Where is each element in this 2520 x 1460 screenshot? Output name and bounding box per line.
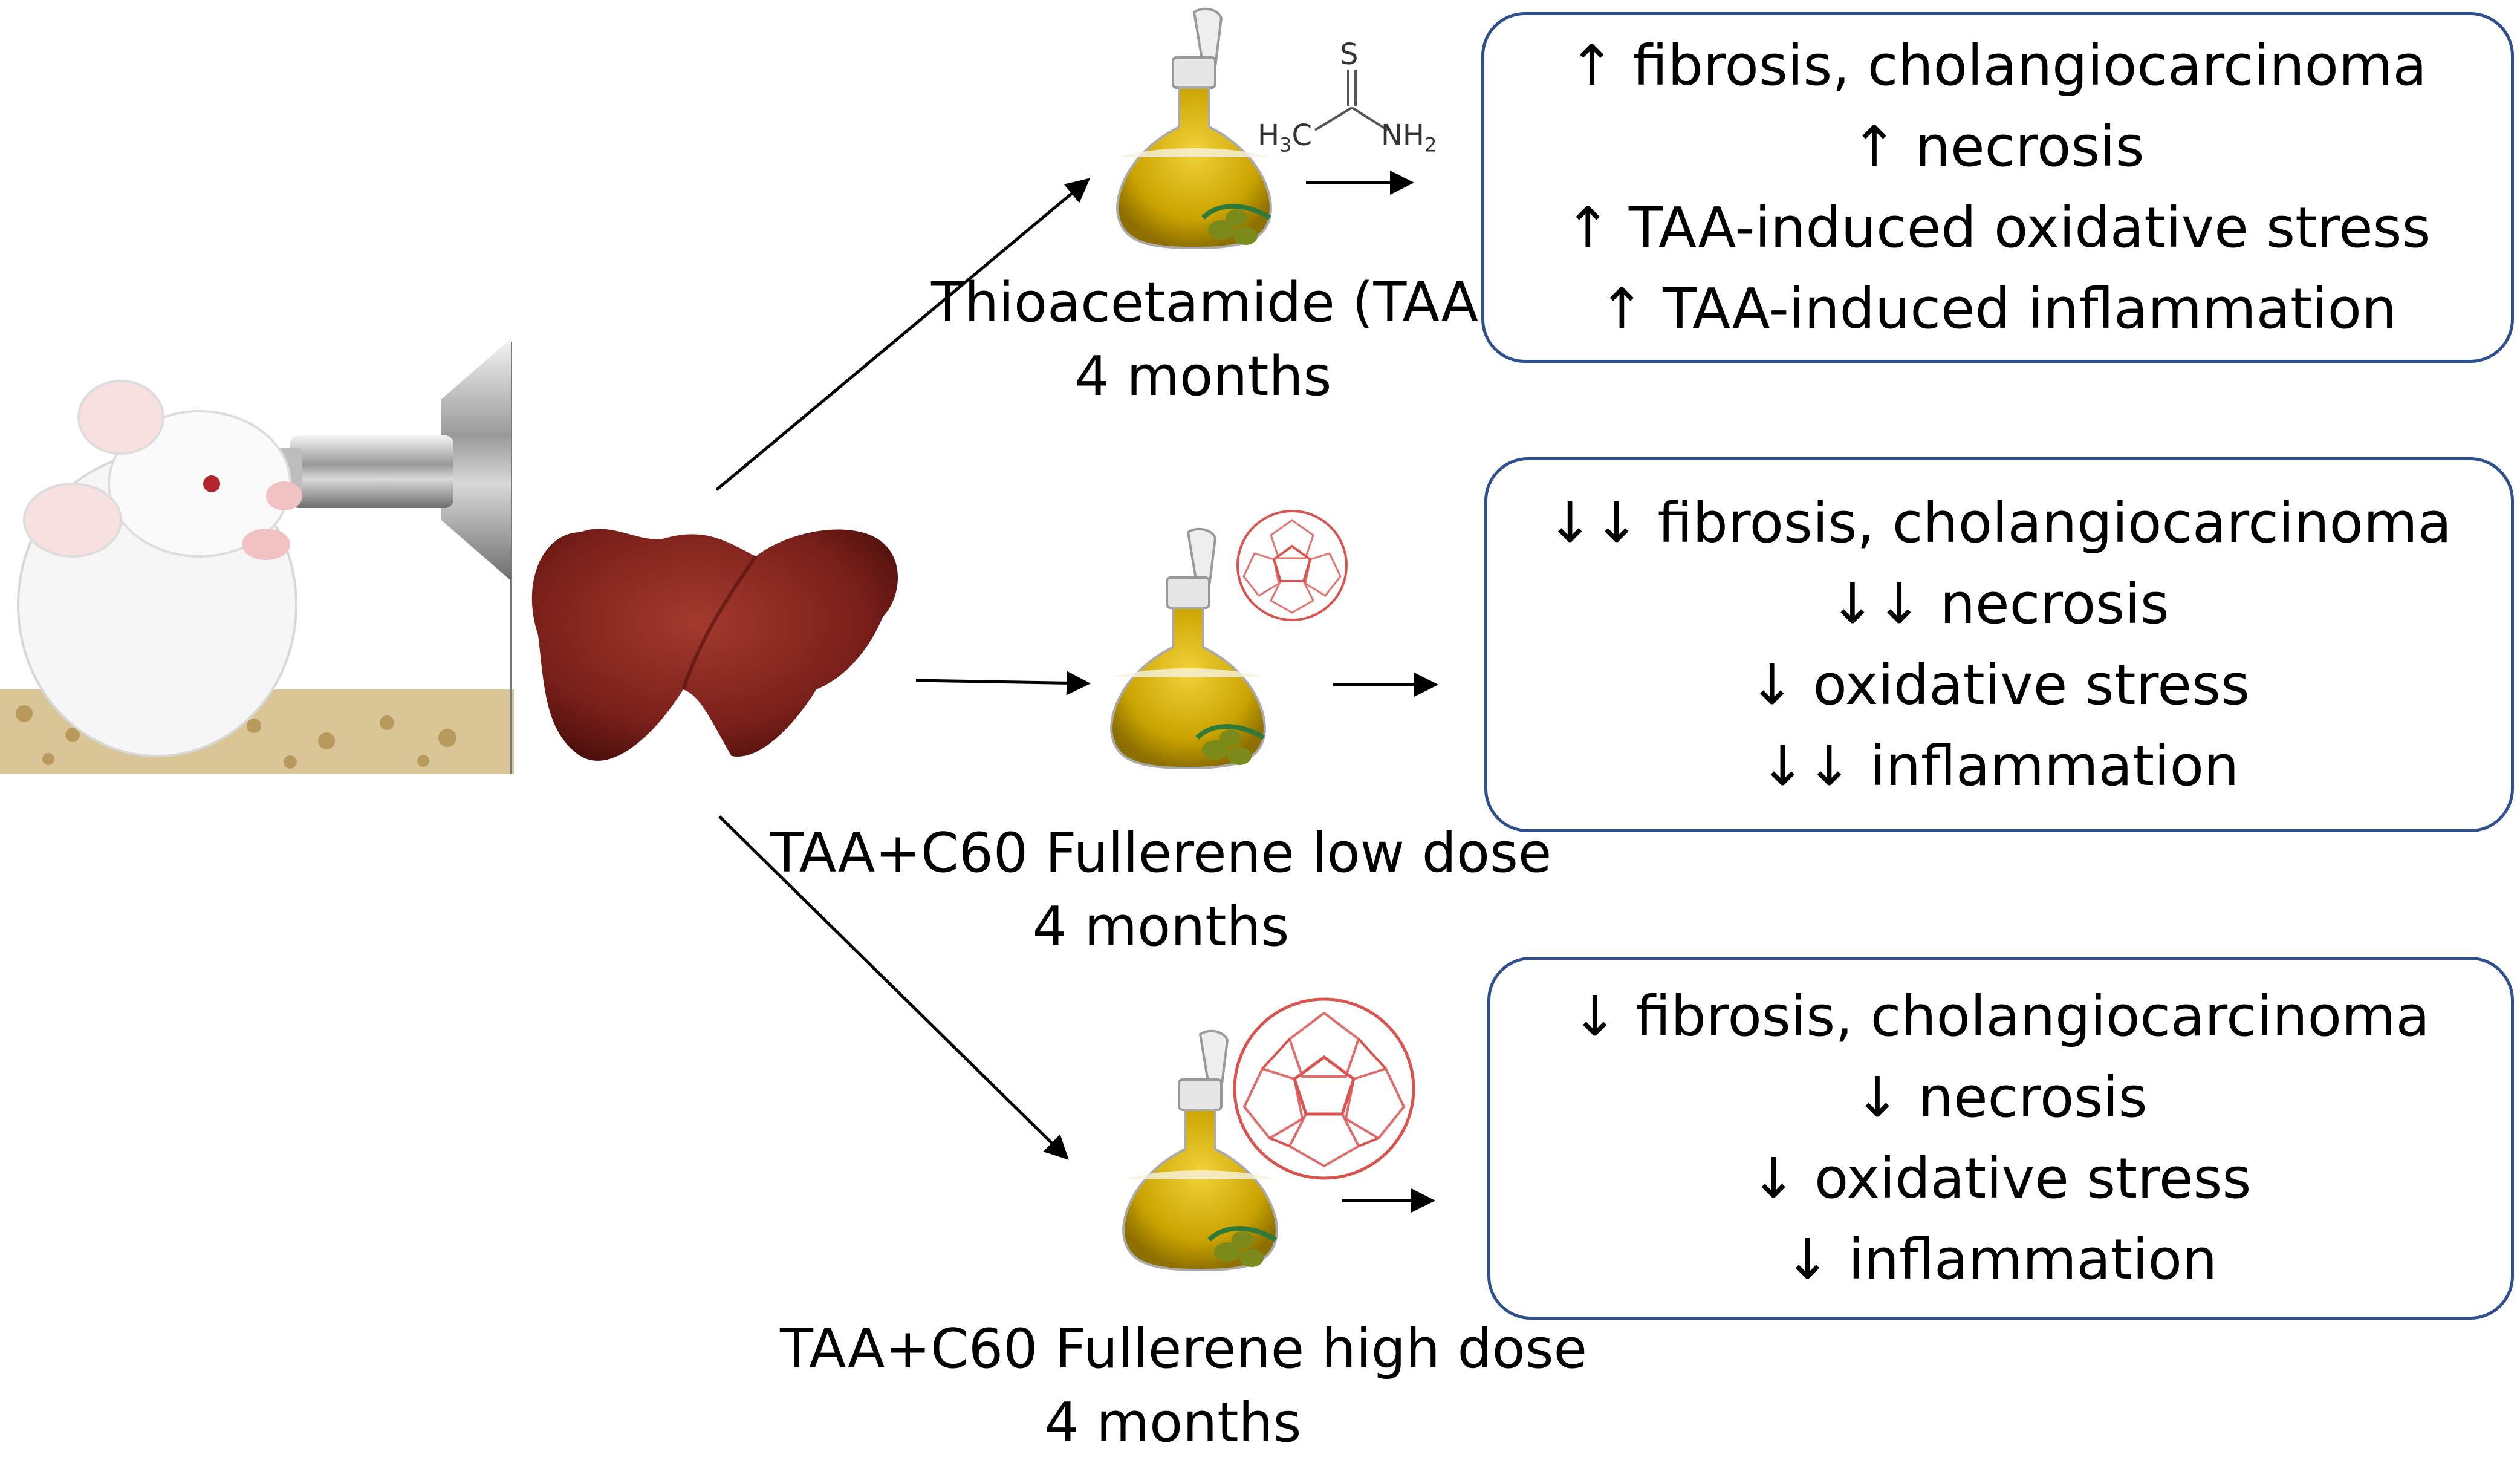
outcome-line: ↑ TAA-induced inflammation <box>1598 276 2397 341</box>
outcome-line: ↑ TAA-induced oxidative stress <box>1564 195 2431 260</box>
group-label-line: Thioacetamide (TAA) <box>931 271 1500 334</box>
olive-oil-bottle-icon <box>1116 7 1272 250</box>
outcome-line: ↓ inflammation <box>1784 1227 2218 1292</box>
mouse-photo <box>0 339 514 774</box>
molecule-amine-label: NH2 <box>1381 119 1437 157</box>
outcome-line: ↓↓ necrosis <box>1829 572 2169 636</box>
group-label-high-dose: TAA+C60 Fullerene high dose 4 months <box>780 1312 1587 1460</box>
outcome-line: ↓ fibrosis, cholangiocarcinoma <box>1571 984 2430 1049</box>
molecule-methyl-label: H3C <box>1258 119 1312 157</box>
liver-image <box>531 529 898 761</box>
group-label-line: TAA+C60 Fullerene high dose <box>780 1317 1587 1381</box>
molecule-sulfur-label: S <box>1340 37 1359 71</box>
group-label-line: TAA+C60 Fullerene low dose <box>770 821 1552 885</box>
fullerene-small-icon <box>1236 510 1348 621</box>
olive-oil-bottle-icon <box>1122 1029 1278 1272</box>
molecule-amine-sub: 2 <box>1424 133 1437 157</box>
molecule-methyl-c: C <box>1291 119 1312 152</box>
molecule-methyl-sub: 3 <box>1279 133 1292 157</box>
outcome-line: ↓ oxidative stress <box>1749 653 2250 717</box>
thioacetamide-molecule <box>1314 70 1389 131</box>
group-label-low-dose: TAA+C60 Fullerene low dose 4 months <box>768 816 1554 964</box>
outcome-line: ↓↓ fibrosis, cholangiocarcinoma <box>1547 490 2452 555</box>
arrow-to-low-dose <box>915 671 1091 696</box>
outcome-box-high-dose: ↓ fibrosis, cholangiocarcinoma ↓ necrosi… <box>1487 957 2514 1320</box>
outcome-line: ↓ necrosis <box>1854 1065 2148 1130</box>
outcome-line: ↑ necrosis <box>1851 114 2145 179</box>
arrow-to-taa <box>715 178 1091 491</box>
fullerene-large-icon <box>1233 997 1415 1180</box>
outcome-line: ↑ fibrosis, cholangiocarcinoma <box>1568 33 2427 98</box>
group-label-line: 4 months <box>1044 1391 1302 1455</box>
group-label-taa: Thioacetamide (TAA) 4 months <box>931 266 1500 414</box>
outcome-box-taa: ↑ fibrosis, cholangiocarcinoma ↑ necrosi… <box>1481 12 2514 363</box>
outcome-box-low-dose: ↓↓ fibrosis, cholangiocarcinoma ↓↓ necro… <box>1484 457 2514 832</box>
outcome-line: ↓↓ inflammation <box>1759 734 2239 798</box>
arrow-to-high-dose <box>718 815 1069 1160</box>
molecule-amine-nh: NH <box>1381 119 1424 152</box>
outcome-line: ↓ oxidative stress <box>1750 1146 2252 1211</box>
group-label-line: 4 months <box>1032 895 1290 959</box>
group-label-line: 4 months <box>1074 345 1332 408</box>
molecule-methyl-h: H <box>1258 119 1280 152</box>
olive-oil-bottle-icon <box>1110 527 1266 770</box>
